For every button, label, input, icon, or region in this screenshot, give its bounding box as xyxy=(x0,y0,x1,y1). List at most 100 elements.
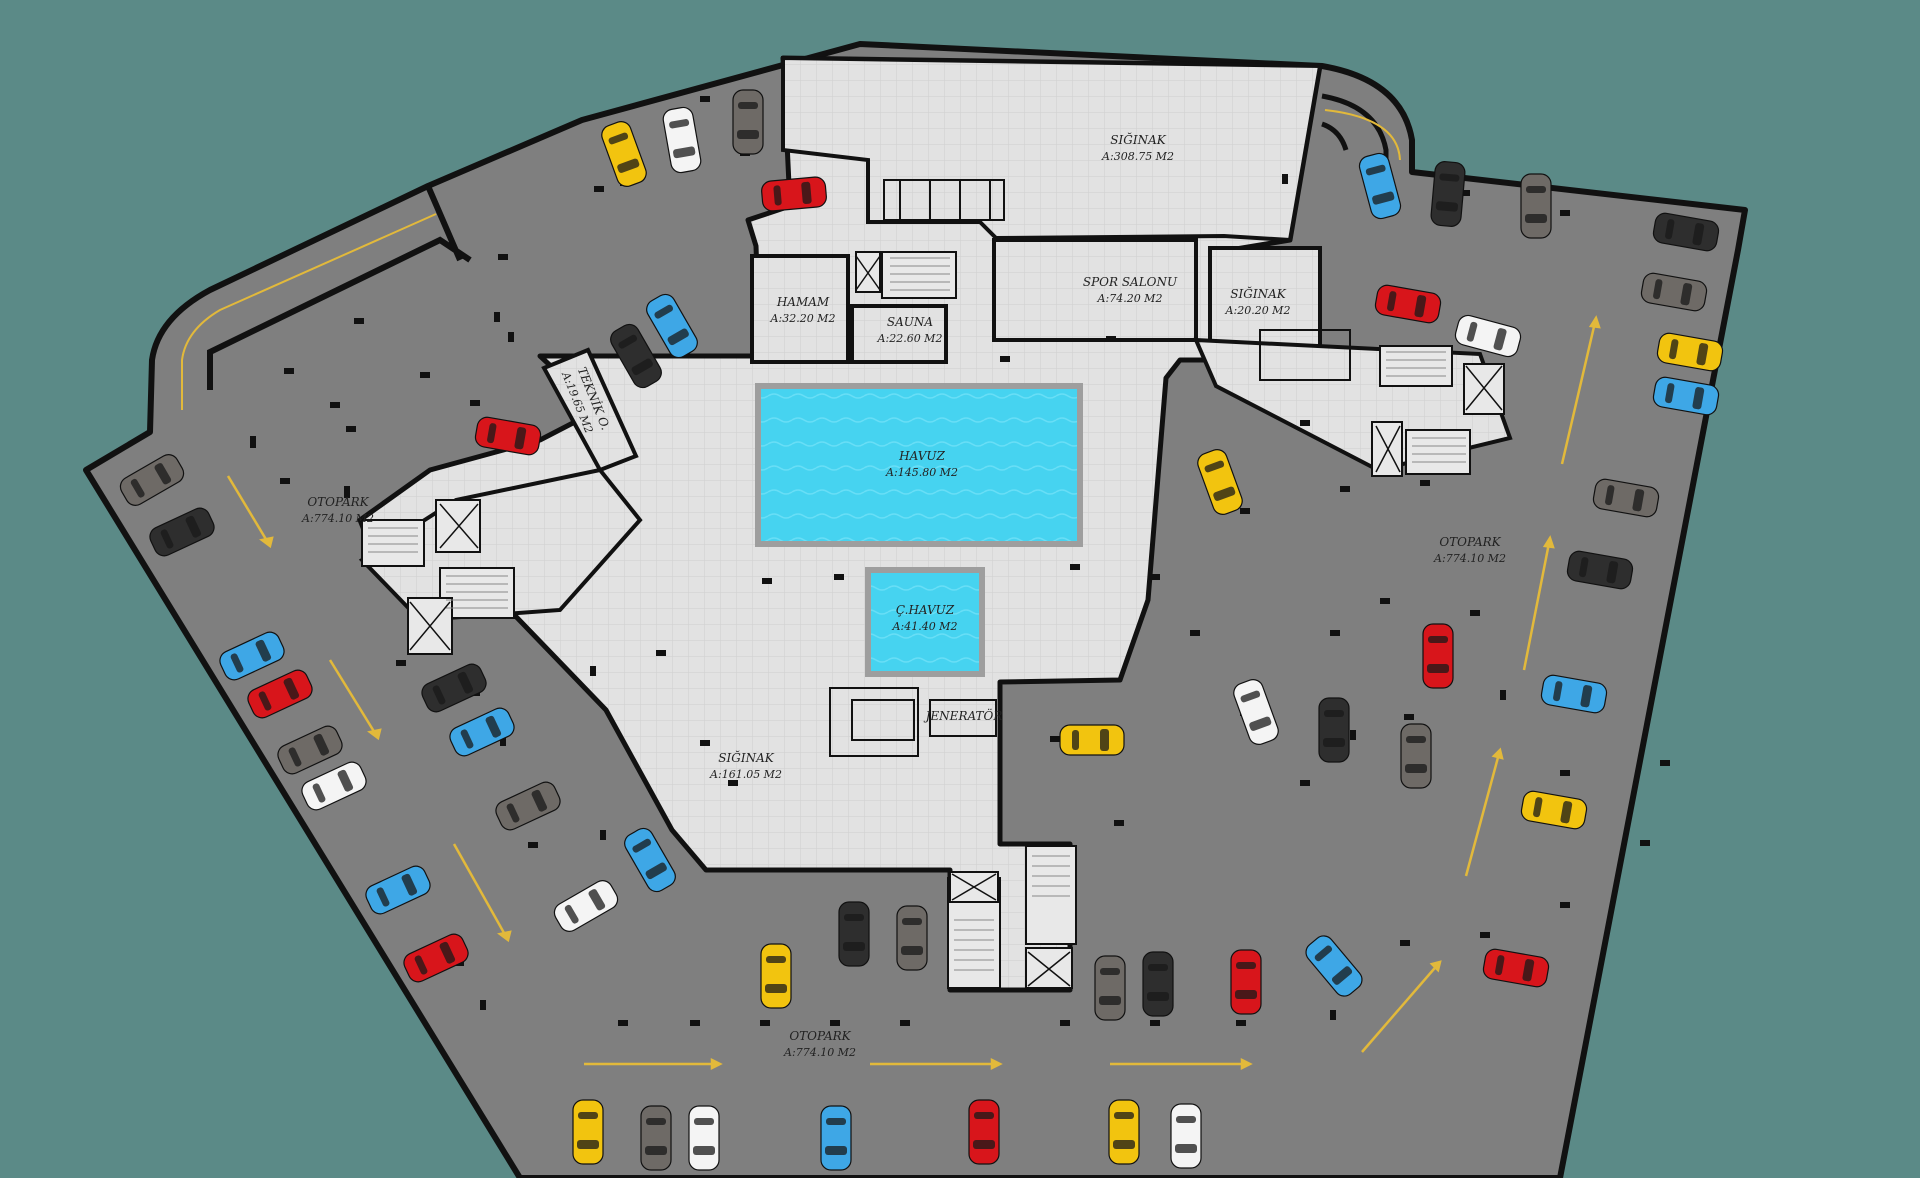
siginak-right-area: A:20.20 M2 xyxy=(1225,304,1291,317)
car-body xyxy=(1400,723,1432,789)
car-rear-window xyxy=(773,185,782,206)
car-rear-window xyxy=(506,803,520,823)
car-icon xyxy=(1652,376,1720,416)
car-windshield xyxy=(1632,489,1645,512)
car-icon xyxy=(1656,332,1724,372)
car-rear-window xyxy=(1653,279,1663,300)
car-windshield xyxy=(667,328,689,346)
car-body xyxy=(1142,951,1174,1017)
car-rear-window xyxy=(160,529,174,549)
car-icon xyxy=(1374,284,1442,324)
cocuk-havuz-label: Ç.HAVUZ xyxy=(896,603,955,617)
car-windshield xyxy=(154,463,172,485)
car-rear-window xyxy=(1236,962,1256,969)
car-rear-window xyxy=(487,423,497,444)
car-windshield xyxy=(1696,343,1709,366)
jenerator-label: JENERATÖR xyxy=(923,707,1003,723)
sauna-area: A:22.60 M2 xyxy=(877,332,943,345)
car-icon xyxy=(572,1099,604,1165)
car-icon xyxy=(968,1099,1000,1165)
car-icon xyxy=(1482,948,1550,988)
car-icon xyxy=(640,1105,672,1171)
car-rear-window xyxy=(902,918,922,925)
car-icon xyxy=(1170,1103,1202,1169)
car-windshield xyxy=(673,146,696,159)
car-icon xyxy=(495,781,561,831)
car-rear-window xyxy=(376,887,390,907)
car-icon xyxy=(1305,935,1363,997)
car-rear-window xyxy=(826,1118,846,1125)
car-windshield xyxy=(457,671,474,694)
car-windshield xyxy=(901,946,923,955)
car-windshield xyxy=(1405,764,1427,773)
otopark-right-label: OTOPARK xyxy=(1439,535,1501,549)
car-windshield xyxy=(737,130,759,139)
car-rear-window xyxy=(1100,968,1120,975)
car-body xyxy=(896,905,928,971)
otopark-bottom-area: A:774.10 M2 xyxy=(783,1046,856,1059)
car-icon xyxy=(1640,272,1708,312)
car-rear-window xyxy=(1495,955,1505,976)
car-icon xyxy=(421,663,487,713)
ramp-line xyxy=(1324,109,1401,161)
hamam-label: HAMAM xyxy=(776,295,830,309)
otopark-right-area: A:774.10 M2 xyxy=(1433,552,1506,565)
cars-layer xyxy=(119,89,1724,1171)
car-rear-window xyxy=(460,729,474,749)
car-rear-window xyxy=(1114,1112,1134,1119)
car-windshield xyxy=(1113,1140,1135,1149)
car-windshield xyxy=(1427,664,1449,673)
car-icon xyxy=(1233,679,1279,745)
car-body xyxy=(820,1105,852,1171)
car-body xyxy=(1430,161,1466,227)
elevator-icon xyxy=(409,255,1503,987)
car-icon xyxy=(1540,674,1608,714)
car-icon xyxy=(553,880,619,932)
siginak-right-label: SIĞINAK xyxy=(1230,285,1286,301)
car-rear-window xyxy=(1314,945,1333,962)
car-rear-window xyxy=(1533,797,1543,818)
car-body xyxy=(688,1105,720,1171)
car-rear-window xyxy=(766,956,786,963)
car-icon xyxy=(896,905,928,971)
siginak-top-area: A:308.75 M2 xyxy=(1101,150,1174,163)
car-windshield xyxy=(617,158,640,173)
cocuk-havuz-pool xyxy=(865,567,985,677)
car-windshield xyxy=(1692,223,1705,246)
car-body xyxy=(1305,935,1363,997)
car-windshield xyxy=(1606,561,1619,584)
car-body xyxy=(732,89,764,155)
car-rear-window xyxy=(288,747,302,767)
car-icon xyxy=(1400,723,1432,789)
car-icon xyxy=(277,725,343,775)
car-rear-window xyxy=(258,691,272,711)
otopark-left-label: OTOPARK xyxy=(307,495,369,509)
car-body xyxy=(1170,1103,1202,1169)
car-rear-window xyxy=(1553,681,1563,702)
sauna-room xyxy=(850,304,948,364)
arrow-icon xyxy=(226,315,1601,1071)
car-icon xyxy=(601,121,647,187)
car-icon xyxy=(149,507,215,557)
car-icon xyxy=(1652,212,1720,252)
car-icon xyxy=(646,293,698,359)
car-windshield xyxy=(693,1146,715,1155)
car-body xyxy=(838,901,870,967)
car-body xyxy=(760,943,792,1009)
car-icon xyxy=(838,901,870,967)
car-windshield xyxy=(1175,1144,1197,1153)
car-rear-window xyxy=(1665,219,1675,240)
car-rear-window xyxy=(432,685,446,705)
car-icon xyxy=(760,943,792,1009)
car-rear-window xyxy=(1204,460,1225,473)
car-rear-window xyxy=(564,904,579,924)
car-icon xyxy=(761,176,827,212)
car-rear-window xyxy=(844,914,864,921)
car-icon xyxy=(688,1105,720,1171)
car-rear-window xyxy=(1428,636,1448,643)
car-icon xyxy=(610,323,662,389)
car-windshield xyxy=(255,639,272,662)
car-icon xyxy=(403,933,469,983)
car-windshield xyxy=(843,942,865,951)
siginak-bottom-label: SIĞINAK xyxy=(718,749,774,765)
